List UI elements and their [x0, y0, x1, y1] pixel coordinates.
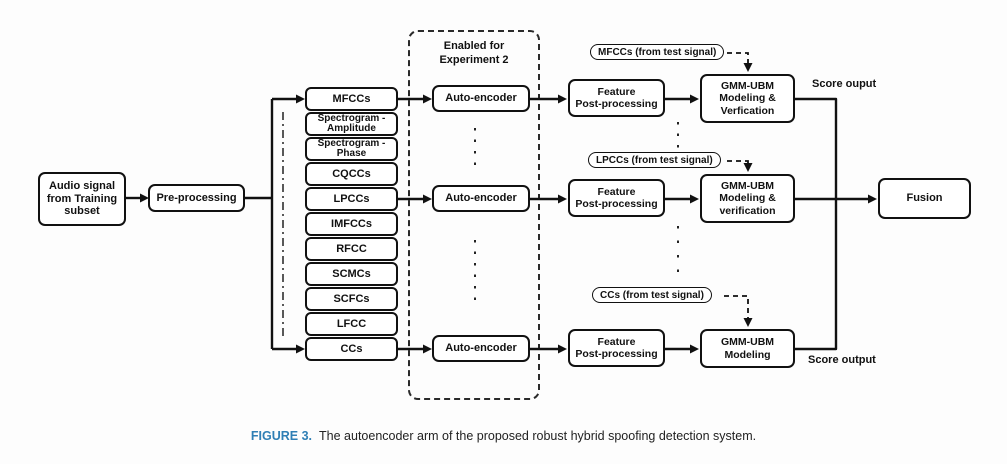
figure-caption-text: The autoencoder arm of the proposed robu… [319, 429, 757, 443]
experiment2-dashed-group [408, 30, 540, 400]
feature-box-lpccs: LPCCs [305, 187, 398, 211]
experiment2-group-label: Enabled for Experiment 2 [439, 40, 509, 66]
score-output-label-bottom: Score output [808, 354, 876, 366]
fusion-box: Fusion [878, 178, 971, 219]
feature-box-scfcs: SCFCs [305, 287, 398, 311]
feature-box-spectrogram-amplitude: Spectrogram - Amplitude [305, 112, 398, 136]
postprocessing-box-2: Feature Post-processing [568, 179, 665, 217]
audio-source-box: Audio signal from Training subset [38, 172, 126, 226]
feature-box-lfcc: LFCC [305, 312, 398, 336]
preprocessing-box: Pre-processing [148, 184, 245, 212]
feature-box-rfcc: RFCC [305, 237, 398, 261]
gmm-ubm-box-1: GMM-UBM Modeling & Verfication [700, 74, 795, 123]
figure-caption: FIGURE 3. The autoencoder arm of the prop… [0, 429, 1007, 443]
dashed-arrow-mfcc-test-signal [727, 52, 753, 72]
feature-box-imfccs: IMFCCs [305, 212, 398, 236]
line-gmm1-score-route [795, 97, 838, 199]
test-signal-pill-mfccs: MFCCs (from test signal) [590, 44, 725, 60]
gmm-ubm-box-3: GMM-UBM Modeling [700, 329, 795, 368]
postprocessing-box-3: Feature Post-processing [568, 329, 665, 367]
feature-box-cqccs: CQCCs [305, 162, 398, 186]
test-signal-pill-lpccs: LPCCs (from test signal) [588, 152, 721, 168]
feature-box-mfccs: MFCCs [305, 87, 398, 111]
dashed-arrow-lpcc-test-signal [727, 160, 753, 172]
line-gmm3-score-route [795, 199, 838, 351]
feature-box-ccs: CCs [305, 337, 398, 361]
autoencoder-box-2: Auto-encoder [432, 185, 530, 212]
feature-box-scmcs: SCMCs [305, 262, 398, 286]
feature-box-spectrogram-phase: Spectrogram - Phase [305, 137, 398, 161]
test-signal-pill-ccs: CCs (from test signal) [592, 287, 712, 303]
figure-caption-label: FIGURE 3. [250, 429, 313, 443]
dashed-arrow-cc-test-signal [724, 295, 753, 327]
postprocessing-box-1: Feature Post-processing [568, 79, 665, 117]
score-output-label-top: Score ouput [812, 78, 877, 90]
gmm-ubm-box-2: GMM-UBM Modeling & verification [700, 174, 795, 223]
autoencoder-box-1: Auto-encoder [432, 85, 530, 112]
autoencoder-box-3: Auto-encoder [432, 335, 530, 362]
